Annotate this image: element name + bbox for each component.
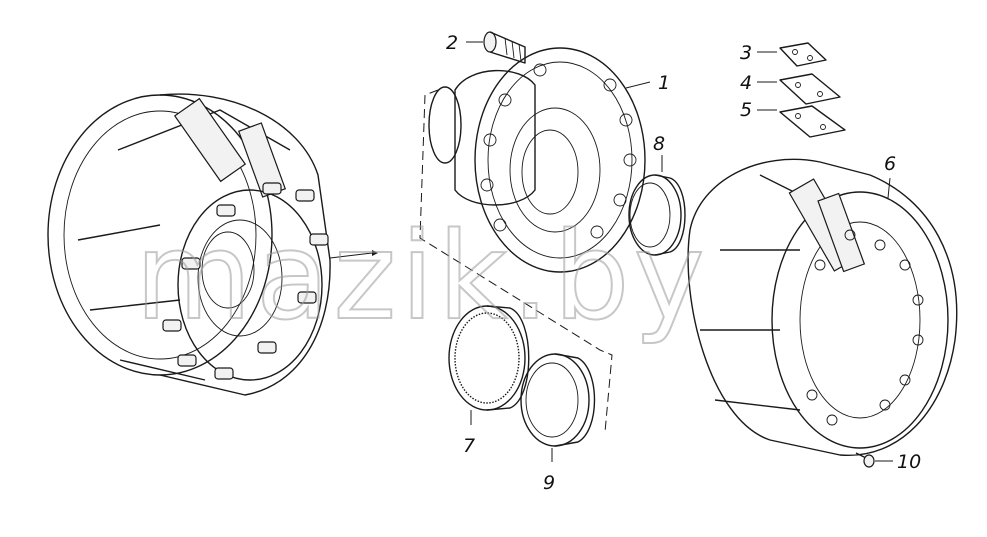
callout-9: 9 [543,472,555,494]
watermark: mazik.by [135,208,709,347]
abs-tone-ring-part-7: 7 [448,305,530,457]
callout-8: 8 [653,133,665,155]
callout-4: 4 [740,72,752,94]
shim-part-4: 4 [740,72,841,105]
callout-1: 1 [658,72,670,94]
callout-3: 3 [740,42,752,64]
screw-part-10: 10 [855,451,921,473]
callout-7: 7 [463,435,475,457]
hub-part-1: 1 [428,47,670,273]
stud-part-2: 2 [446,31,526,64]
callout-2: 2 [446,32,458,54]
callout-5: 5 [740,99,752,121]
shim-part-5: 5 [740,99,846,138]
hub-bolt-holes [480,63,637,239]
bearing-cup-part-9: 9 [520,353,596,494]
wheel-studs [162,182,329,380]
assembled-hub-drum-left [47,93,378,396]
brake-drum-part-6: 6 [687,153,958,456]
drum-bolt-holes [806,229,924,426]
assembly-dashed-outline [419,89,613,433]
bearing-ring-part-8: 8 [628,133,686,256]
callout-10: 10 [897,451,921,473]
callout-6: 6 [884,153,896,175]
shim-part-3: 3 [740,42,827,67]
